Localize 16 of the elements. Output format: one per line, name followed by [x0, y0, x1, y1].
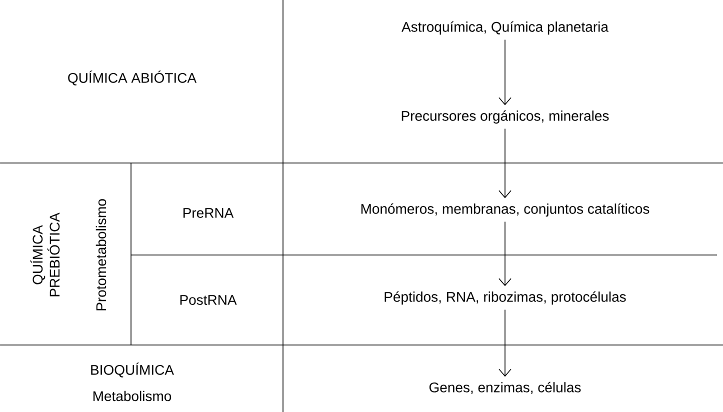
- flow-text: Precursores orgánicos, minerales: [402, 110, 609, 124]
- cell-label: Metabolismo: [93, 390, 172, 402]
- cell-label: PostRNA: [180, 295, 237, 305]
- cell-label: Protometabolismo: [96, 199, 106, 310]
- flow-text: Péptidos, RNA, ribozimas, protocélulas: [384, 291, 626, 305]
- flow-text: Astroquímica, Química planetaria: [402, 21, 608, 35]
- flow-text: Genes, enzimas, células: [429, 382, 581, 394]
- arrow: [498, 39, 512, 106]
- cell-label: BIOQUÍMICA: [91, 362, 174, 378]
- arrow: [498, 221, 512, 286]
- cell-label: QUÍMICA PREBIÓTICA: [30, 212, 60, 296]
- flow-text: Monómeros, membranas, conjuntos catalíticos: [361, 203, 650, 217]
- arrow: [498, 309, 512, 377]
- cell-label: PreRNA: [183, 208, 234, 218]
- cell-label: QUÍMICA ABIÓTICA: [68, 70, 197, 86]
- arrow: [498, 128, 512, 198]
